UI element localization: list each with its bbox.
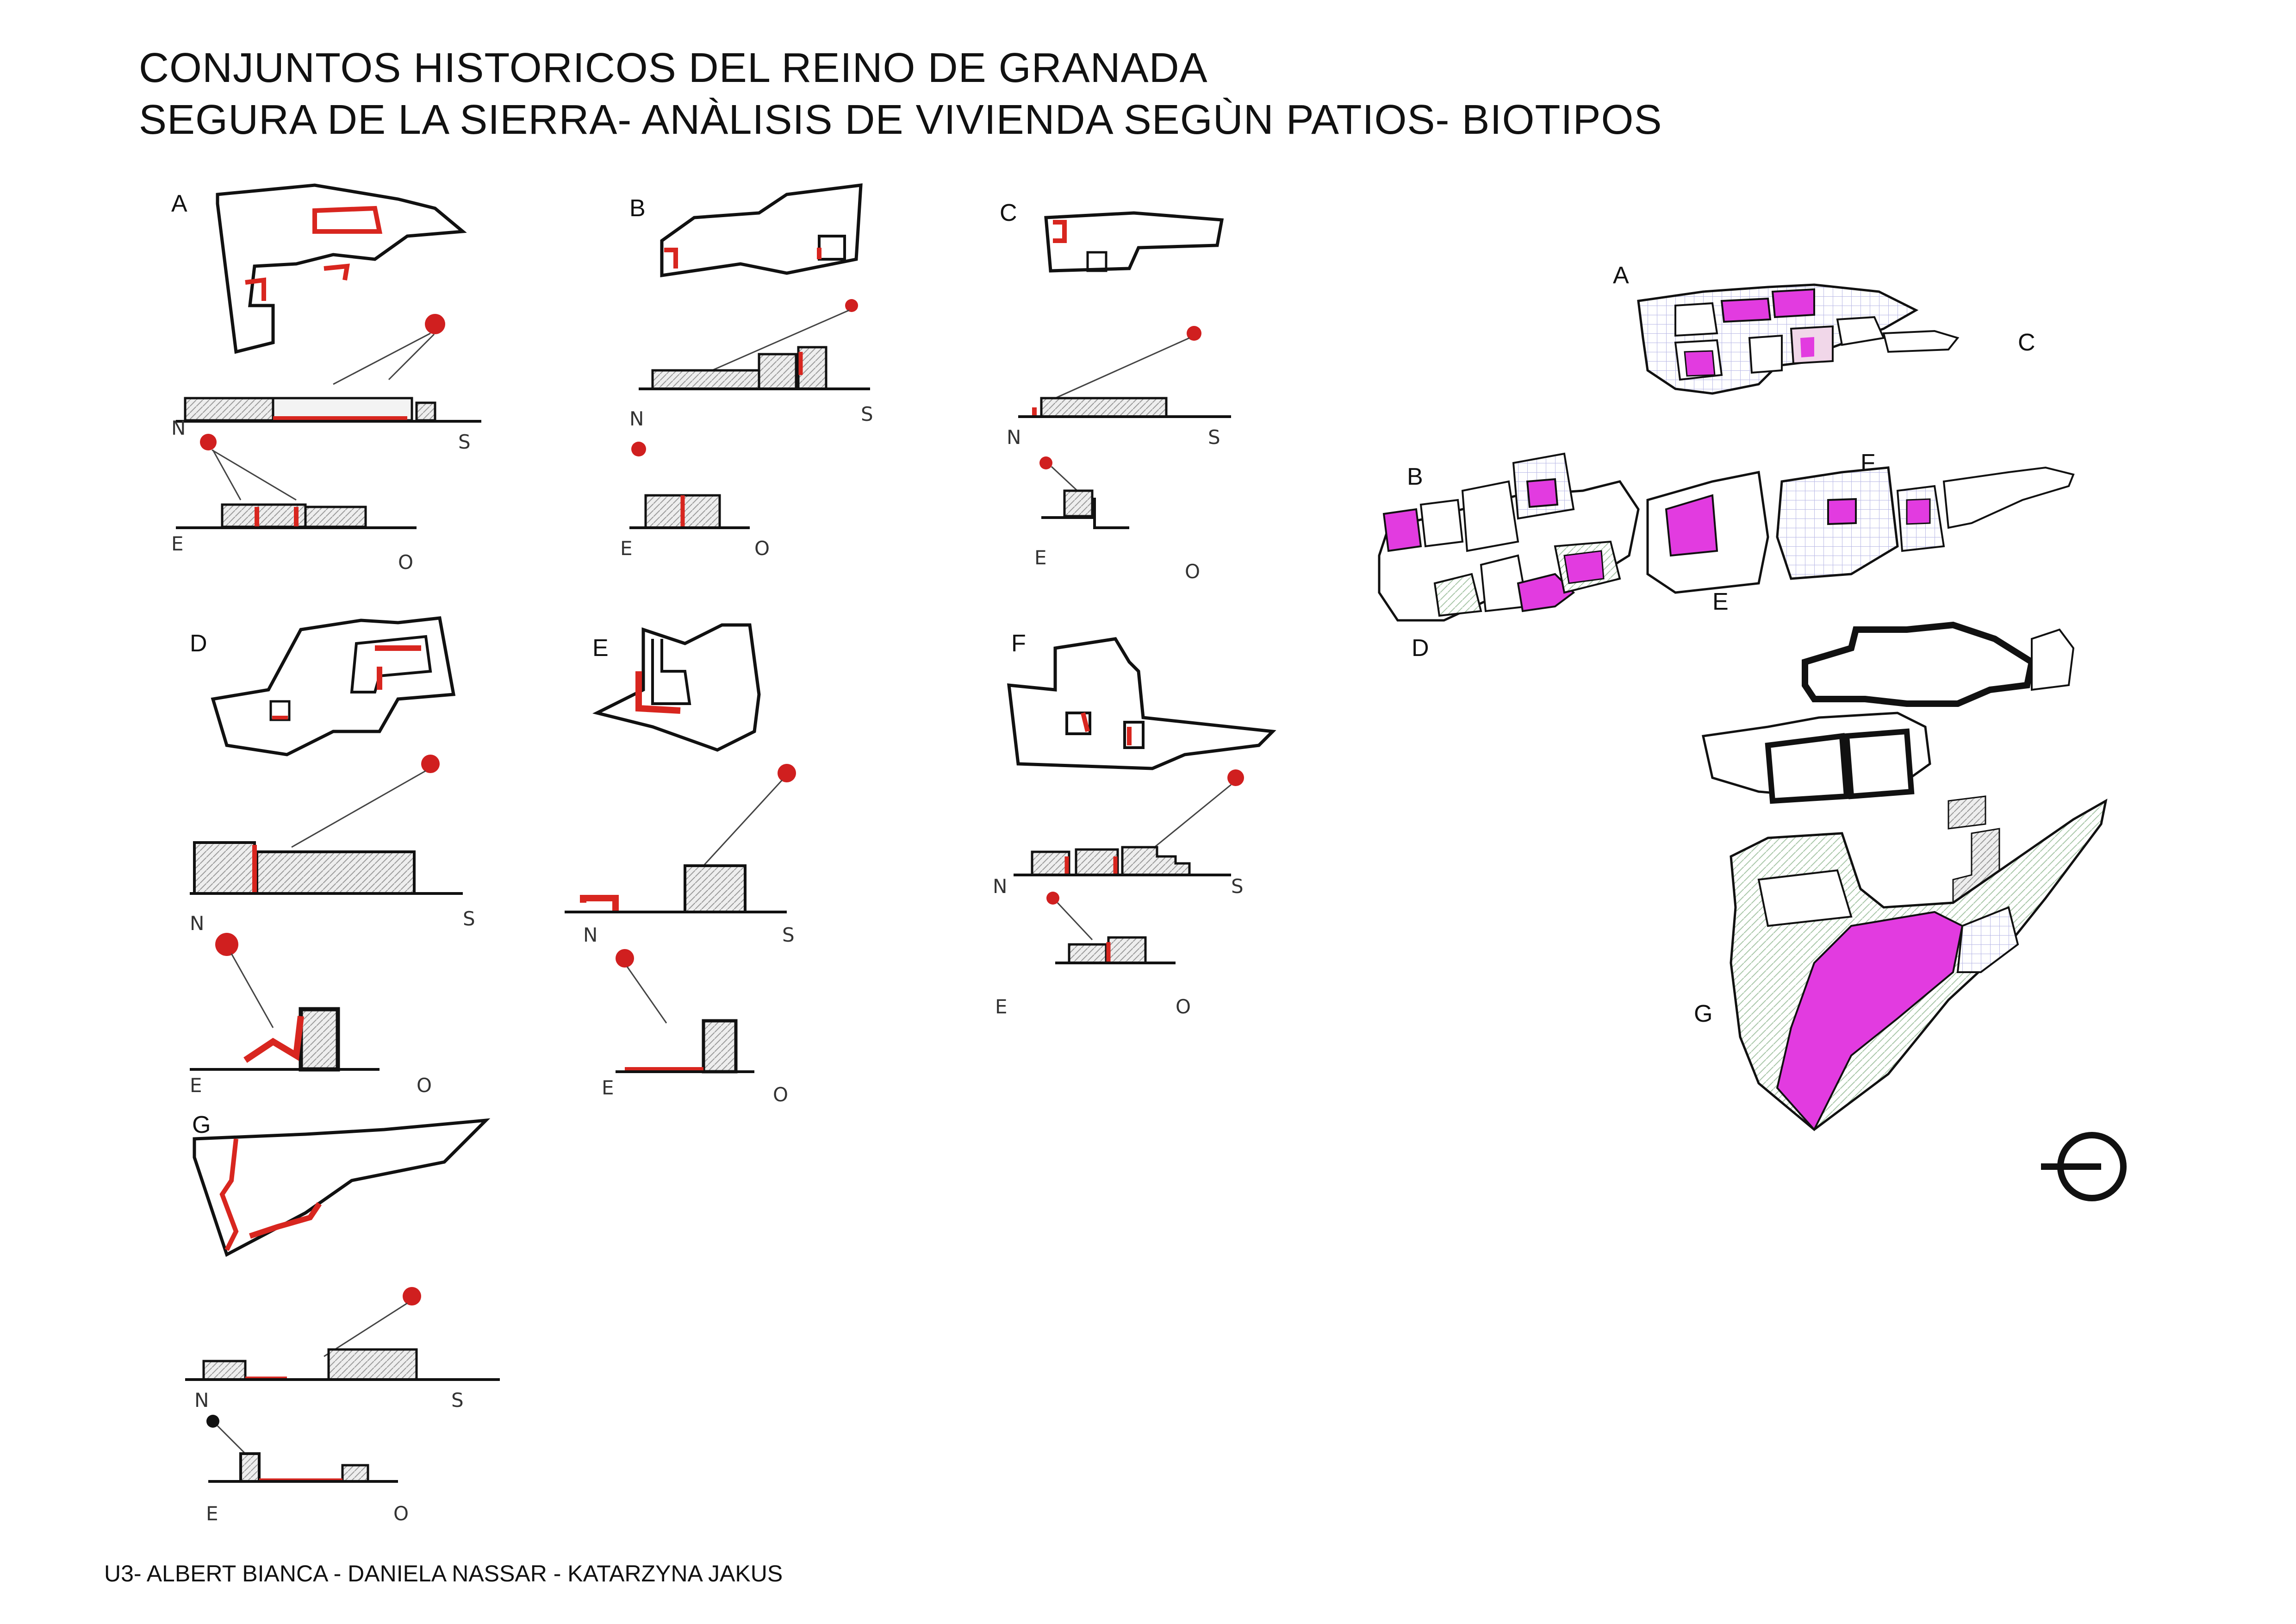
site-map: A B C D E F G (1351, 222, 2184, 1148)
map-label-f: F (1860, 450, 1875, 476)
sketch-f-drawing (1007, 637, 1276, 964)
sketch-label-c: C (1000, 200, 1017, 226)
sketch-e-south: S (782, 924, 795, 946)
sketch-b-north: N (629, 407, 644, 430)
sketch-e-west: O (773, 1083, 789, 1106)
sketch-a-drawing (176, 183, 481, 529)
sketch-g-south: S (451, 1389, 464, 1412)
sketch-e-east: E (602, 1076, 614, 1099)
sketch-a-south: S (458, 431, 471, 453)
sketch-a-north: N (171, 417, 186, 439)
sketch-b-west: O (754, 537, 770, 560)
sketch-c-south: S (1208, 426, 1220, 449)
sketch-f-north: N (993, 875, 1008, 898)
map-label-b: B (1407, 463, 1423, 490)
sketch-a-west: O (398, 551, 414, 574)
sketch-label-b: B (629, 195, 646, 222)
sketch-e: E N S E O (546, 579, 852, 1111)
sketch-label-g: G (192, 1112, 211, 1138)
sketch-c-drawing (1018, 211, 1231, 529)
sketch-c-east: E (1034, 546, 1047, 569)
map-label-g: G (1694, 1000, 1713, 1027)
sketch-label-f: F (1011, 630, 1026, 657)
sketch-f-west: O (1176, 995, 1191, 1018)
sketch-d-south: S (463, 907, 475, 930)
sketch-f: F N S E O (990, 579, 1324, 1065)
map-label-c: C (2018, 329, 2035, 356)
sketch-b-drawing (629, 183, 870, 529)
map-label-a: A (1613, 262, 1629, 289)
sketch-c: C N S E O (990, 176, 1277, 593)
site-map-drawing (1378, 283, 2108, 1131)
sketch-g-drawing (185, 1118, 500, 1483)
sketch-label-e: E (592, 635, 609, 662)
sketch-d-drawing (190, 616, 463, 1072)
sketch-f-east: E (995, 995, 1008, 1018)
sketch-b-east: E (620, 537, 633, 560)
sketch-g-west: O (393, 1502, 409, 1525)
sketch-d-east: E (190, 1074, 202, 1097)
sketch-label-d: D (190, 630, 207, 657)
title-line-2: SEGURA DE LA SIERRA- ANÀLISIS DE VIVIEND… (139, 97, 1662, 143)
map-label-d: D (1412, 635, 1429, 662)
map-label-e: E (1712, 588, 1729, 615)
sketch-b-south: S (861, 403, 873, 425)
credits: U3- ALBERT BIANCA - DANIELA NASSAR - KAT… (104, 1561, 783, 1587)
sketch-g-north: N (194, 1389, 209, 1412)
sketch-e-drawing (565, 623, 796, 1074)
sketch-d-north: N (190, 912, 205, 935)
sketch-a-east: E (171, 532, 184, 555)
sketch-g: G N S E O (167, 1102, 518, 1542)
sketch-d-west: O (417, 1074, 432, 1097)
sketch-f-south: S (1231, 875, 1244, 898)
sketch-e-north: N (583, 924, 598, 946)
sketch-label-a: A (171, 190, 187, 217)
sketch-c-north: N (1007, 426, 1021, 449)
north-arrow-icon (2041, 1132, 2127, 1201)
title-line-1: CONJUNTOS HISTORICOS DEL REINO DE GRANAD… (139, 45, 1208, 91)
sketch-a: A N S E O (157, 167, 528, 583)
sketch-d: D N S E O (180, 579, 495, 1097)
sketch-b: B N S E O (602, 167, 935, 583)
sketch-g-east: E (206, 1502, 218, 1525)
